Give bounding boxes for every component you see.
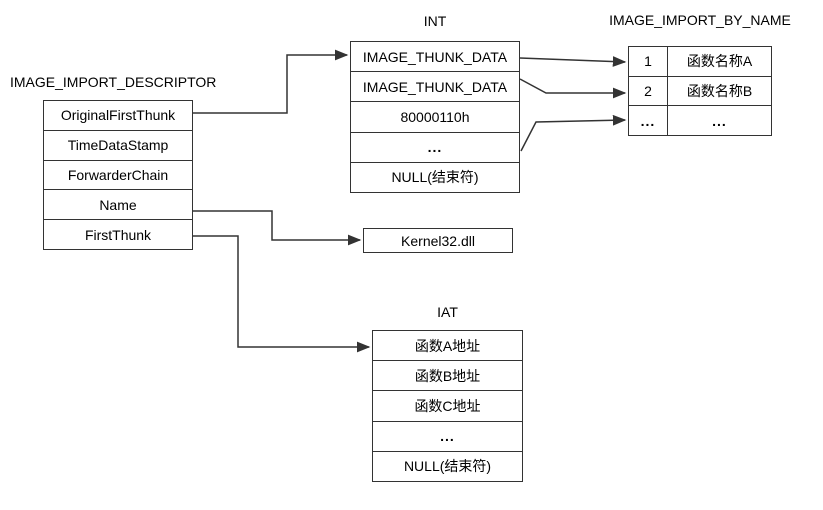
descriptor-table: OriginalFirstThunk TimeDataStamp Forward… (43, 100, 193, 250)
dll-name-box: Kernel32.dll (363, 228, 513, 253)
iat-row-func-b: 函数B地址 (373, 360, 522, 390)
iat-row-null: NULL(结束符) (373, 450, 522, 481)
iat-title: IAT (437, 304, 458, 320)
descriptor-row-firstthunk: FirstThunk (44, 219, 192, 249)
byname-row-ellipsis: ... ... (629, 105, 771, 136)
connector-firstthunk-to-iat (193, 235, 371, 353)
int-row-thunk-data-2: IMAGE_THUNK_DATA (351, 71, 519, 101)
iat-row-func-c: 函数C地址 (373, 390, 522, 420)
byname-row-2: 2 函数名称B (629, 75, 771, 106)
connector-name-to-dll (193, 210, 362, 246)
int-row-null: NULL(结束符) (351, 161, 519, 192)
connector-int-row1-to-byname-row1 (519, 56, 627, 67)
iat-table: 函数A地址 函数B地址 函数C地址 ... NULL(结束符) (372, 330, 523, 482)
byname-name-cell: 函数名称B (686, 83, 753, 99)
byname-ordinal-cell: 1 (629, 47, 668, 76)
byname-name-cell: ... (712, 112, 727, 129)
int-row-ellipsis: ... (351, 131, 519, 162)
int-table: IMAGE_THUNK_DATA IMAGE_THUNK_DATA 800001… (350, 41, 520, 193)
descriptor-title: IMAGE_IMPORT_DESCRIPTOR (10, 74, 217, 90)
int-title: INT (423, 13, 447, 29)
int-row-thunk-data-1: IMAGE_THUNK_DATA (362, 48, 508, 65)
descriptor-row-name: Name (44, 189, 192, 219)
descriptor-row-originalfirstthunk: OriginalFirstThunk (60, 107, 176, 124)
connector-int-ellipsis-to-byname-ellipsis (520, 114, 627, 152)
byname-name-cell: 函数名称A (686, 53, 753, 70)
iat-row-ellipsis: ... (373, 420, 522, 451)
byname-table: 1 函数名称A 2 函数名称B ... ... (628, 46, 772, 136)
descriptor-row-timedatastamp: TimeDataStamp (44, 129, 192, 160)
descriptor-row-forwarderchain: ForwarderChain (44, 159, 192, 190)
connector-int-row2-to-byname-row2 (519, 78, 627, 99)
byname-title: IMAGE_IMPORT_BY_NAME (609, 12, 791, 28)
byname-ordinal-cell: ... (629, 106, 668, 136)
byname-ordinal-cell: 2 (629, 76, 668, 106)
byname-row-1: 1 函数名称A (629, 47, 771, 76)
int-row-ordinal: 80000110h (351, 101, 519, 131)
iat-row-func-a: 函数A地址 (414, 337, 481, 354)
